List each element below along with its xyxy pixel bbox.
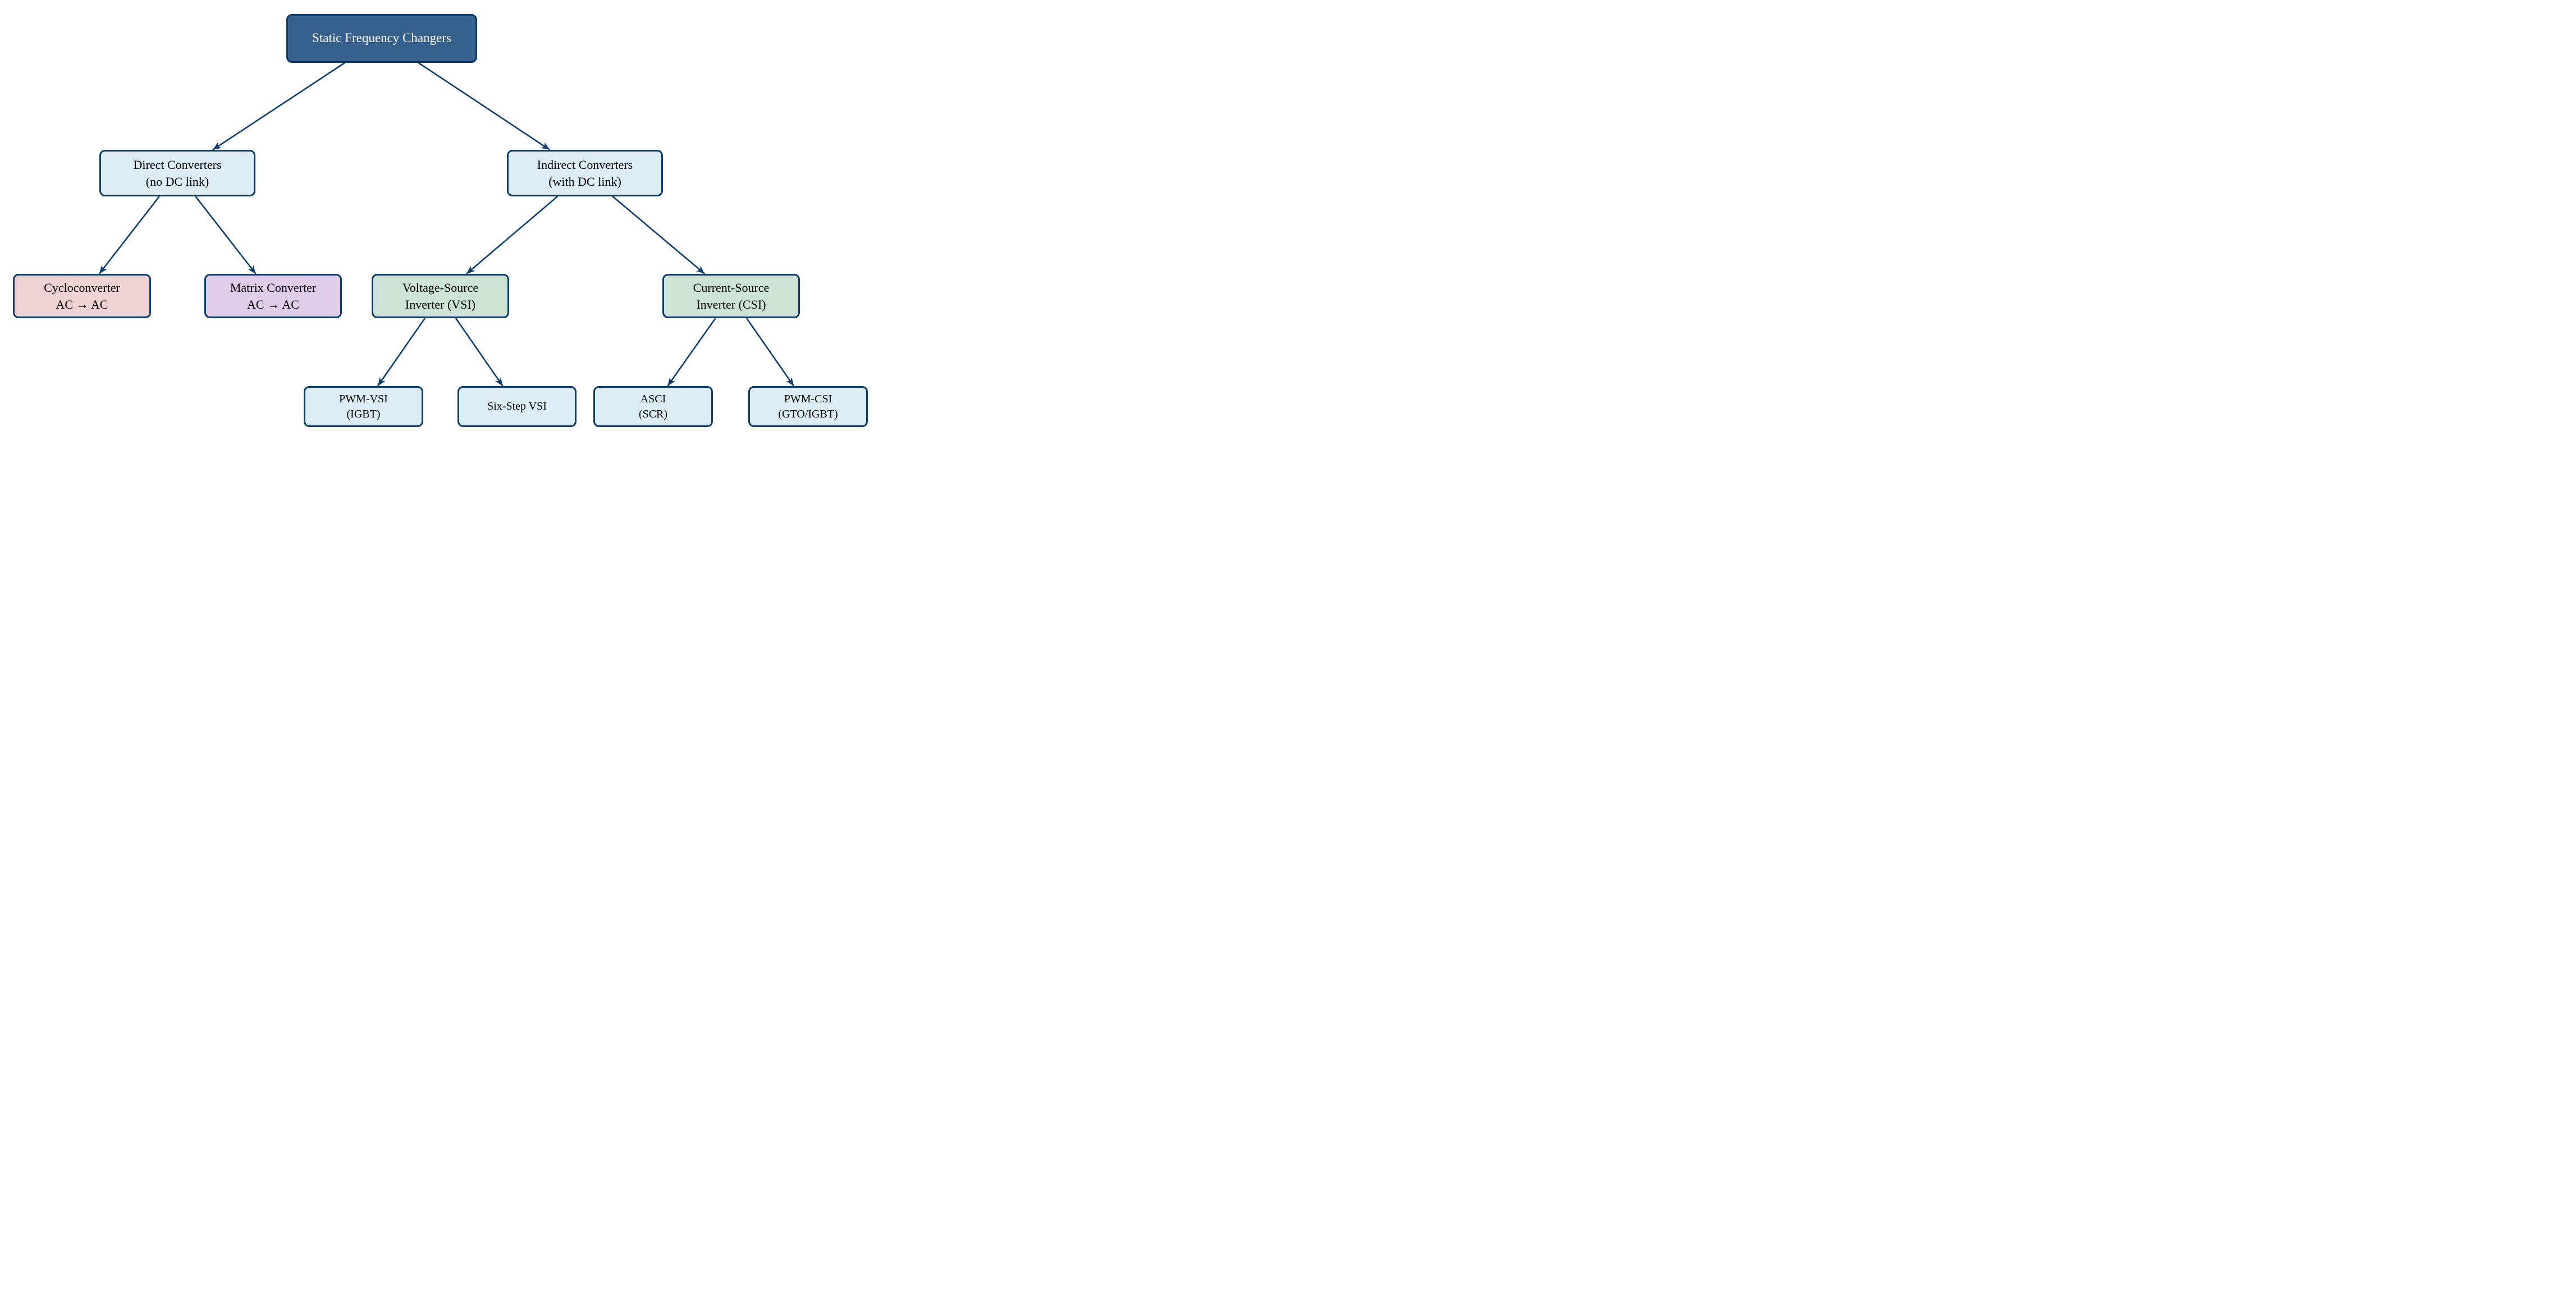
- node-asci: ASCI(SCR): [593, 386, 713, 427]
- node-label-line: Cycloconverter: [44, 281, 120, 295]
- edge-vsi-pwmvsi: [377, 318, 426, 387]
- node-label-line: Six-Step VSI: [487, 400, 547, 413]
- edge-indirect-csi: [612, 196, 706, 274]
- node-label-line: AC → AC: [56, 297, 108, 311]
- node-label-line: Inverter (VSI): [405, 297, 476, 311]
- edge-direct-cyclo: [98, 196, 160, 274]
- edge-direct-matrix: [195, 196, 257, 274]
- node-pwmcsi: PWM-CSI(GTO/IGBT): [748, 386, 868, 427]
- edges-layer: [98, 62, 795, 387]
- node-label-line: Current-Source: [693, 281, 770, 295]
- node-direct: Direct Converters (no DC link): [99, 150, 255, 196]
- node-label-line: Direct Converters: [133, 158, 222, 172]
- node-label-line: Static Frequency Changers: [312, 31, 451, 45]
- node-label-line: (GTO/IGBT): [778, 407, 838, 420]
- edge-root-indirect: [418, 62, 551, 151]
- node-matrix: Matrix Converter AC → AC: [204, 274, 342, 318]
- node-label-line: Voltage-Source: [402, 281, 479, 295]
- edge-indirect-vsi: [466, 196, 559, 274]
- node-sixstep: Six-Step VSI: [457, 386, 576, 427]
- node-label-line: AC → AC: [247, 297, 299, 311]
- node-cyclo: Cycloconverter AC → AC: [13, 274, 151, 318]
- node-label-line: (IGBT): [346, 407, 381, 420]
- node-label-line: (SCR): [638, 407, 668, 420]
- edge-vsi-sixstep: [455, 318, 504, 387]
- node-root: Static Frequency Changers: [286, 14, 477, 63]
- node-label-line: (with DC link): [548, 174, 621, 189]
- edge-csi-asci: [667, 318, 716, 387]
- node-label-line: PWM-VSI: [339, 393, 388, 406]
- node-label-line: PWM-CSI: [784, 393, 832, 406]
- edge-csi-pwmcsi: [745, 318, 795, 387]
- node-label-line: (no DC link): [145, 174, 209, 189]
- edge-root-direct: [212, 62, 345, 151]
- node-label-line: ASCI: [640, 393, 666, 406]
- node-pwmvsi: PWM-VSI(IGBT): [304, 386, 423, 427]
- node-label-line: Matrix Converter: [230, 281, 317, 295]
- node-indirect: Indirect Converters (with DC link): [507, 150, 663, 196]
- node-label-line: Inverter (CSI): [696, 297, 766, 311]
- node-label-line: Indirect Converters: [537, 158, 633, 172]
